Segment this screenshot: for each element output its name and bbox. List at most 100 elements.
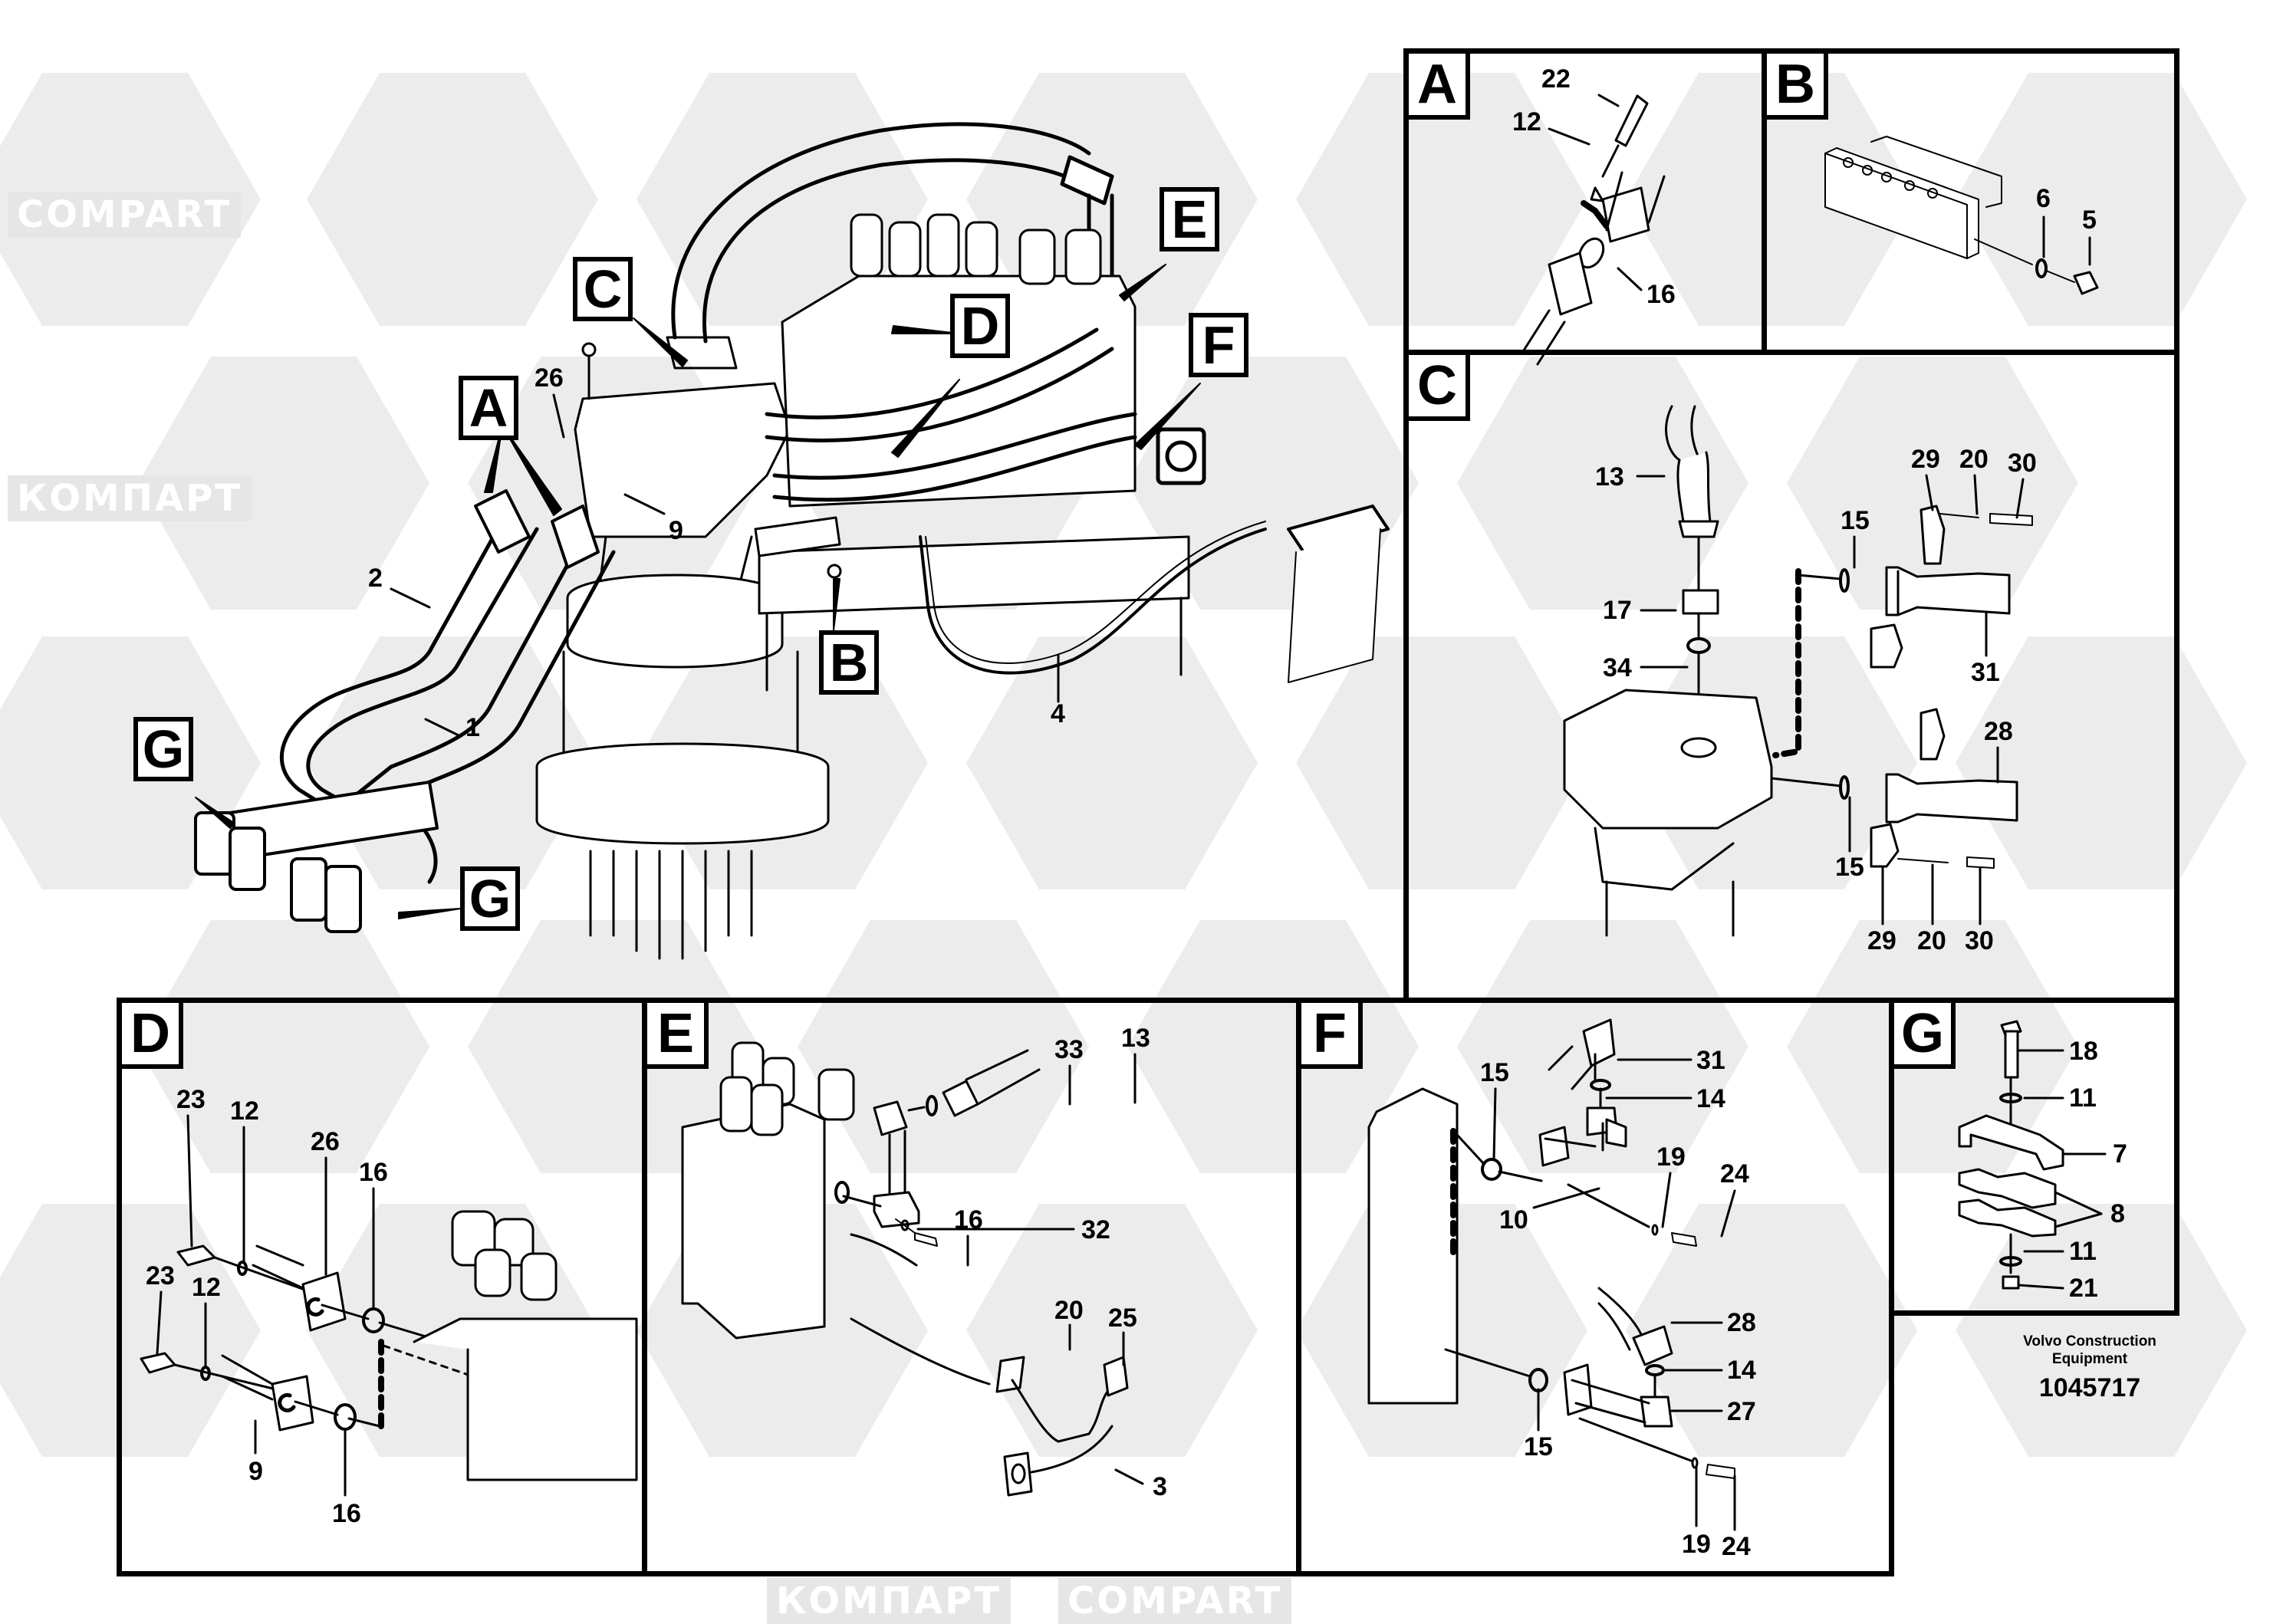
b-part-6: 6 xyxy=(2036,184,2051,213)
main-part-26: 26 xyxy=(535,363,564,393)
document-number: 1045717 xyxy=(2038,1373,2141,1402)
c-part-15: 15 xyxy=(1841,506,1870,535)
e-part-13: 13 xyxy=(1121,1024,1150,1053)
f-part-19-lower: 19 xyxy=(1682,1530,1711,1559)
f-part-24: 24 xyxy=(1720,1159,1749,1188)
detail-c-art xyxy=(1563,405,2033,937)
f-part-28: 28 xyxy=(1727,1308,1756,1337)
g-part-21: 21 xyxy=(2069,1274,2098,1303)
a-part-22: 22 xyxy=(1541,64,1571,94)
detail-panel-c: C xyxy=(1403,350,2179,1003)
footer-block: Volvo Construction Equipment 1045717 xyxy=(1994,1333,2186,1403)
maker-line-1: Volvo Construction xyxy=(2023,1333,2156,1349)
main-callout-f[interactable]: F xyxy=(1189,313,1248,377)
e-part-25: 25 xyxy=(1108,1303,1137,1333)
detail-label-f: F xyxy=(1301,1003,1363,1069)
main-callout-e[interactable]: E xyxy=(1160,187,1219,251)
detail-g-art xyxy=(1958,1020,2107,1290)
control-valve xyxy=(758,213,1190,692)
d-part-16-lower: 16 xyxy=(332,1499,361,1528)
swing-motor xyxy=(535,336,830,960)
detail-label-g: G xyxy=(1894,1003,1956,1069)
c-part-30-lower: 30 xyxy=(1965,926,1994,955)
detail-panel-a: A xyxy=(1403,48,1767,355)
d-part-23: 23 xyxy=(176,1085,206,1114)
f-part-14: 14 xyxy=(1696,1084,1725,1113)
f-part-10: 10 xyxy=(1499,1205,1528,1234)
main-part-4: 4 xyxy=(1051,699,1065,728)
a-part-16: 16 xyxy=(1646,280,1676,309)
c-part-17: 17 xyxy=(1603,596,1632,625)
c-part-28: 28 xyxy=(1984,717,2013,746)
d-part-16: 16 xyxy=(359,1158,388,1187)
b-block xyxy=(754,516,842,579)
main-number-leaders xyxy=(390,393,1060,738)
d-part-12-lower: 12 xyxy=(192,1273,221,1302)
detail-label-d: D xyxy=(122,1003,183,1069)
d-part-9: 9 xyxy=(248,1457,263,1486)
c-part-34: 34 xyxy=(1603,653,1632,682)
f-part-24-lower: 24 xyxy=(1722,1532,1751,1561)
detail-panel-e: E xyxy=(642,998,1301,1576)
f-part-19: 19 xyxy=(1656,1142,1686,1172)
e-part-33: 33 xyxy=(1054,1035,1084,1064)
detail-label-c: C xyxy=(1409,355,1470,421)
maker-line-2: Equipment xyxy=(2051,1351,2128,1367)
g-manifold xyxy=(194,781,439,933)
e-part-16: 16 xyxy=(954,1205,983,1234)
detail-panel-b: B xyxy=(1762,48,2179,355)
g-part-8: 8 xyxy=(2110,1199,2125,1228)
main-callout-c[interactable]: C xyxy=(573,257,633,321)
f-part-14-lower: 14 xyxy=(1727,1356,1756,1385)
main-callout-b[interactable]: B xyxy=(819,630,879,695)
detail-e-art xyxy=(681,1041,1144,1497)
detail-label-b: B xyxy=(1767,54,1828,120)
b-part-5: 5 xyxy=(2082,205,2097,235)
c-part-20: 20 xyxy=(1959,445,1989,474)
main-callout-g-upper[interactable]: G xyxy=(133,717,193,781)
main-part-1: 1 xyxy=(465,713,480,742)
main-callout-g-lower[interactable]: G xyxy=(460,866,520,931)
main-part-2: 2 xyxy=(368,564,383,593)
e-part-3: 3 xyxy=(1153,1472,1167,1501)
c-part-31: 31 xyxy=(1971,658,2000,687)
main-hoses xyxy=(765,327,1206,502)
g-part-7: 7 xyxy=(2113,1139,2127,1169)
e-part-20: 20 xyxy=(1054,1296,1084,1325)
g-part-11-lower: 11 xyxy=(2069,1237,2097,1266)
detail-a-art xyxy=(1521,94,1666,366)
c-part-29: 29 xyxy=(1911,445,1940,474)
main-top-hose xyxy=(671,122,1114,344)
f-part-27: 27 xyxy=(1727,1397,1756,1426)
d-part-12: 12 xyxy=(230,1096,259,1126)
main-part-9: 9 xyxy=(669,516,683,545)
main-callout-d[interactable]: D xyxy=(950,294,1010,358)
c-part-29-lower: 29 xyxy=(1867,926,1896,955)
f-part-15-lower: 15 xyxy=(1524,1432,1553,1461)
frame-edge xyxy=(1889,1311,1894,1576)
c-part-30: 30 xyxy=(2008,449,2037,478)
f-part-15: 15 xyxy=(1480,1058,1509,1087)
detail-f-art xyxy=(1367,1018,1736,1531)
c-part-13: 13 xyxy=(1595,462,1624,491)
hose-4 xyxy=(919,505,1390,683)
f-part-31: 31 xyxy=(1696,1046,1725,1075)
detail-d-art xyxy=(140,1114,638,1497)
detail-b-art xyxy=(1824,136,2099,295)
detail-panel-g: G xyxy=(1889,998,2179,1316)
d-part-26: 26 xyxy=(311,1127,340,1156)
c-part-15-lower: 15 xyxy=(1835,853,1864,882)
d-part-23-lower: 23 xyxy=(146,1261,175,1290)
detail-panel-f: F xyxy=(1296,998,1894,1576)
g-part-11: 11 xyxy=(2069,1083,2097,1113)
a-part-12: 12 xyxy=(1512,107,1541,136)
c-part-20-lower: 20 xyxy=(1917,926,1946,955)
flanges-a xyxy=(474,489,600,569)
callout-leaders xyxy=(195,264,1201,919)
g-part-18: 18 xyxy=(2069,1037,2098,1066)
e-part-32: 32 xyxy=(1081,1215,1110,1244)
detail-label-e: E xyxy=(647,1003,709,1069)
main-callout-a[interactable]: A xyxy=(459,376,518,440)
